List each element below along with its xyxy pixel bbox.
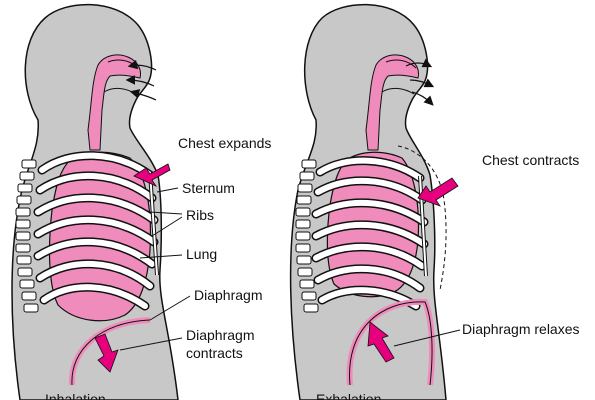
exhalation-diaphragm-relaxes-arrow (367, 321, 395, 363)
inhalation-leader-sternum (156, 187, 179, 193)
label-chest-contracts: Chest contracts (482, 152, 579, 168)
inhalation-airflow-arrow-1 (127, 59, 157, 71)
label-chest-expands: Chest expands (178, 135, 271, 151)
exhalation-expanded-chest-outline (397, 145, 447, 291)
exhalation-airway (365, 54, 419, 151)
exhalation-airflow-arrow-2 (411, 91, 434, 106)
label-ribs: Ribs (186, 207, 214, 223)
caption-inhalation: Inhalation (45, 391, 106, 400)
inhalation-airflow-arrow-3 (125, 75, 155, 87)
label-diaphragm-relaxes: Diaphragm relaxes (462, 321, 580, 337)
exhalation-leader-diaphragm-relaxes (393, 329, 461, 347)
label-lung: Lung (186, 246, 217, 262)
label-diaphragm-contracts-line2: contracts (186, 345, 243, 361)
exhalation-spine (295, 159, 319, 313)
exhalation-chest-contracts-arrow (417, 177, 459, 207)
inhalation-diaphragm-contracts-arrow (94, 333, 119, 373)
label-diaphragm-contracts-line1: Diaphragm (186, 327, 254, 343)
inhalation-airflow-arrow-2 (129, 89, 157, 101)
inhalation-leader-ribs-1 (149, 211, 183, 215)
caption-exhalation: Exhalation (316, 391, 381, 400)
inhalation-panel: Chest expands Sternum Ribs Lung Diaphrag… (11, 3, 271, 400)
inhalation-leader-diaphragm-contracts (119, 337, 183, 351)
inhalation-airway (87, 54, 141, 151)
label-sternum: Sternum (182, 180, 235, 196)
exhalation-airflow-arrow-1 (405, 58, 433, 68)
inhalation-ribs (33, 151, 159, 311)
inhalation-leader-diaphragm (149, 295, 191, 321)
inhalation-leader-ribs-2 (151, 216, 183, 237)
label-diaphragm: Diaphragm (194, 287, 262, 303)
exhalation-airflow-arrow-3 (409, 78, 435, 88)
inhalation-spine (15, 159, 39, 313)
inhalation-leader-lung (139, 254, 183, 259)
inhalation-chest-expands-arrow (133, 163, 171, 187)
exhalation-panel: Chest contracts Diaphragm relaxes Exhala… (289, 3, 580, 400)
